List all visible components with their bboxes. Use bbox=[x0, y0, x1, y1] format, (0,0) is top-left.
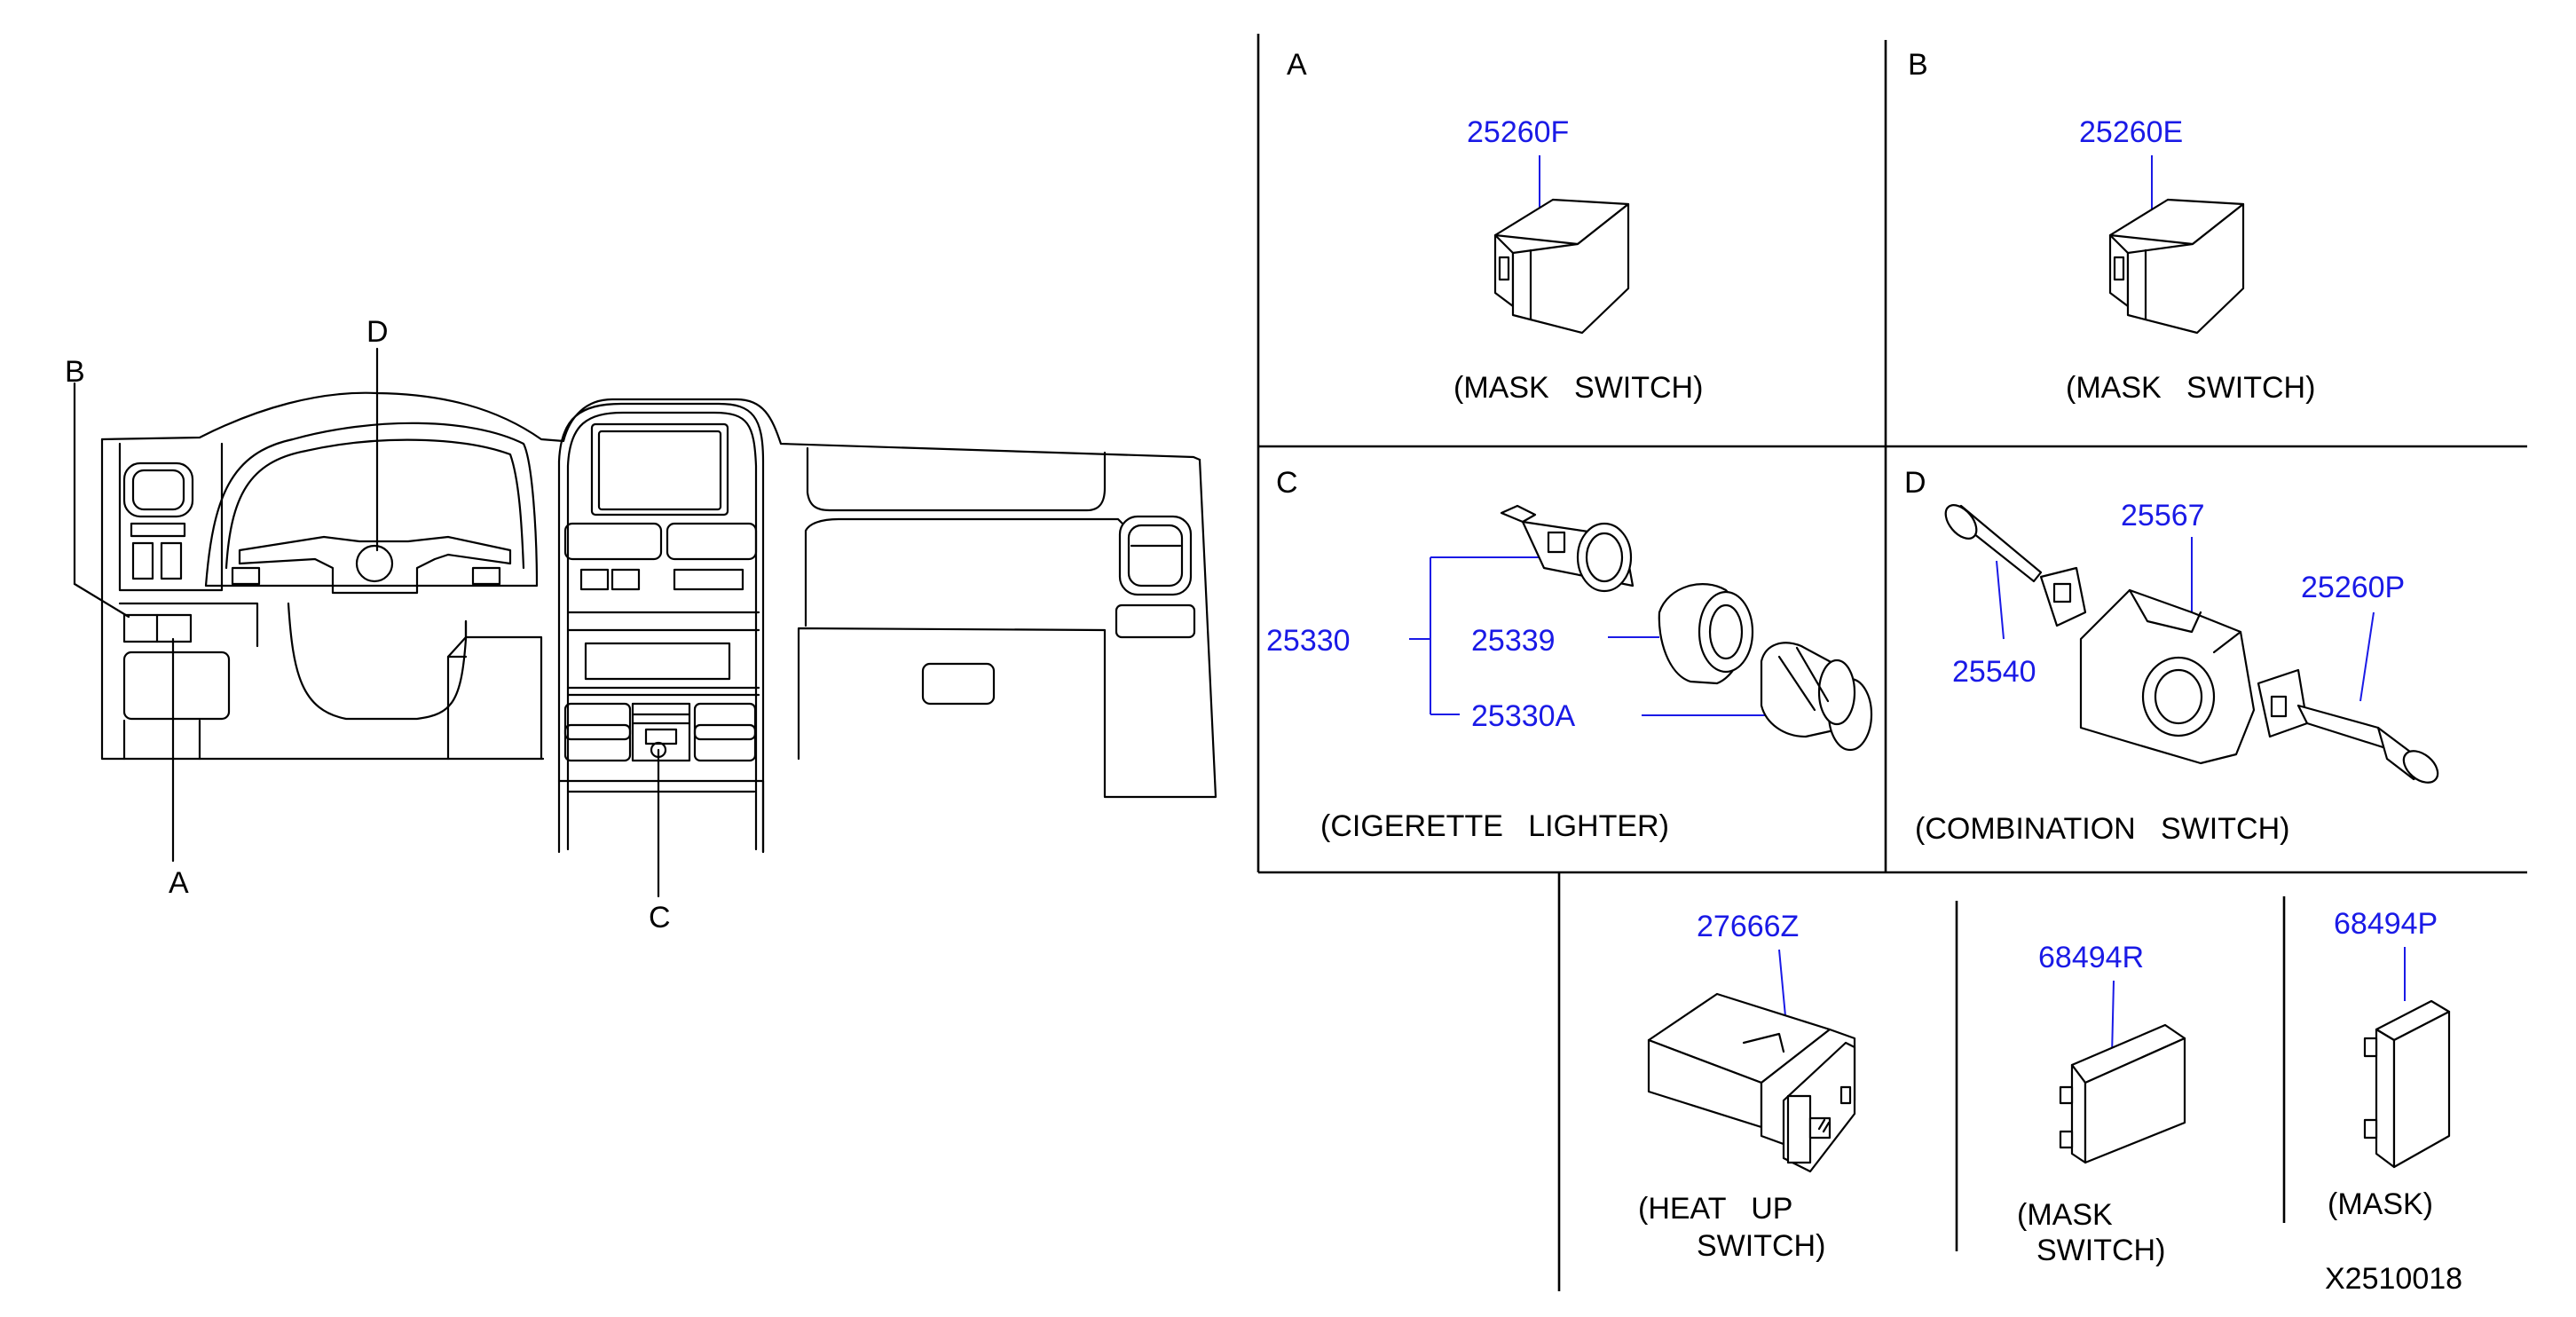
cigarette-lighter-drawing bbox=[1500, 504, 1873, 752]
combination-switch-drawing bbox=[1944, 504, 2439, 784]
part-number-68494p[interactable]: 68494P bbox=[2334, 907, 2438, 941]
section-mask-p: 68494P (MASK) bbox=[2328, 907, 2451, 1221]
overview-callout-d: D bbox=[366, 315, 389, 349]
caption-heat-up-2: SWITCH) bbox=[1697, 1229, 1825, 1263]
caption-mask-switch-r-2: SWITCH) bbox=[2036, 1234, 2165, 1267]
section-b: B 25260E (MASK SWITCH) bbox=[1908, 48, 2315, 405]
part-number-25260f[interactable]: 25260F bbox=[1467, 115, 1569, 149]
part-leader bbox=[2111, 980, 2115, 1057]
section-d: D 25567 25540 25260P (COMBINATION SWIT bbox=[1904, 466, 2439, 846]
mask-switch-a-drawing bbox=[1493, 198, 1630, 335]
section-mask-switch-r: 68494R (MASK SWITCH) bbox=[2017, 941, 2186, 1267]
part-leader bbox=[1996, 560, 2005, 640]
part-number-25260e[interactable]: 25260E bbox=[2079, 115, 2183, 149]
caption-mask-switch-r-1: (MASK bbox=[2017, 1198, 2113, 1232]
caption-mask-switch-a: (MASK SWITCH) bbox=[1453, 371, 1703, 405]
part-number-25330a[interactable]: 25330A bbox=[1471, 699, 1576, 733]
figure-id: X2510018 bbox=[2325, 1262, 2462, 1296]
dashboard-overview: B D A C bbox=[65, 315, 1217, 935]
section-heat-up-switch: 27666Z (HEAT UP SWITCH) bbox=[1638, 910, 1856, 1263]
part-number-27666z[interactable]: 27666Z bbox=[1697, 910, 1799, 943]
heat-up-switch-drawing bbox=[1647, 992, 1856, 1173]
assembly-bracket bbox=[1409, 556, 1782, 716]
mask-switch-b-drawing bbox=[2108, 198, 2245, 335]
section-a: A 25260F (MASK SWITCH) bbox=[1287, 48, 1703, 405]
part-number-25330[interactable]: 25330 bbox=[1266, 624, 1351, 658]
part-leader bbox=[2359, 611, 2375, 702]
caption-mask-switch-b: (MASK SWITCH) bbox=[2066, 371, 2315, 405]
caption-combination-switch: (COMBINATION SWITCH) bbox=[1915, 812, 2289, 846]
caption-heat-up-1: (HEAT UP bbox=[1638, 1192, 1792, 1226]
section-letter-d: D bbox=[1904, 466, 1926, 500]
overview-callout-a: A bbox=[169, 866, 189, 900]
section-letter-b: B bbox=[1908, 48, 1928, 82]
section-letter-a: A bbox=[1287, 48, 1307, 82]
overview-callout-c: C bbox=[649, 901, 671, 935]
mask-switch-r-drawing bbox=[2059, 1023, 2186, 1164]
part-leader bbox=[1778, 949, 1786, 1017]
section-c: C 25330 25339 25330A bbox=[1266, 466, 1873, 843]
part-number-25540[interactable]: 25540 bbox=[1952, 655, 2036, 689]
mask-p-drawing bbox=[2363, 999, 2451, 1169]
caption-mask-p: (MASK) bbox=[2328, 1187, 2433, 1221]
part-number-25339[interactable]: 25339 bbox=[1471, 624, 1556, 658]
part-number-68494r[interactable]: 68494R bbox=[2038, 941, 2144, 974]
section-frame bbox=[1256, 34, 2527, 1291]
caption-cigarette-lighter: (CIGERETTE LIGHTER) bbox=[1320, 809, 1669, 843]
part-number-25260p[interactable]: 25260P bbox=[2301, 571, 2405, 604]
section-letter-c: C bbox=[1276, 466, 1298, 500]
overview-callout-b: B bbox=[65, 355, 85, 389]
part-number-25567[interactable]: 25567 bbox=[2121, 499, 2205, 532]
